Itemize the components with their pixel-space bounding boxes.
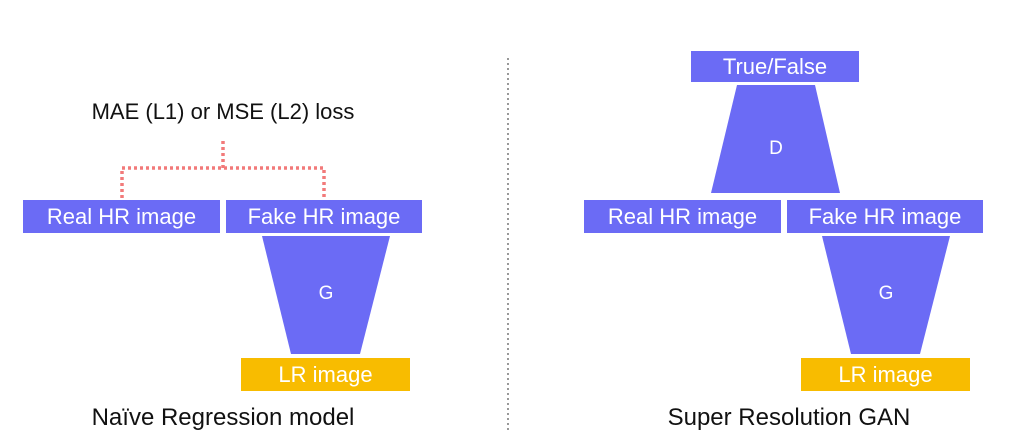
- right-fake-hr-image-box: Fake HR image: [787, 200, 983, 233]
- left-caption: Naïve Regression model: [91, 404, 355, 431]
- true-false-output-box: True/False: [691, 51, 859, 82]
- loss-bracket: [120, 141, 326, 198]
- left-real-hr-image-box: Real HR image: [23, 200, 220, 233]
- left-generator-trapezoid: [262, 236, 390, 354]
- left-lr-image-box: LR image: [241, 358, 410, 391]
- discriminator-trapezoid: [711, 85, 840, 193]
- right-caption: Super Resolution GAN: [667, 404, 911, 431]
- right-lr-image-box: LR image: [801, 358, 970, 391]
- loss-label: MAE (L1) or MSE (L2) loss: [91, 99, 355, 124]
- left-fake-hr-image-box: Fake HR image: [226, 200, 422, 233]
- left-generator-label: G: [318, 283, 334, 304]
- right-real-hr-image-box: Real HR image: [584, 200, 781, 233]
- right-generator-label: G: [878, 283, 894, 304]
- discriminator-label: D: [769, 138, 783, 159]
- right-generator-trapezoid: [822, 236, 950, 354]
